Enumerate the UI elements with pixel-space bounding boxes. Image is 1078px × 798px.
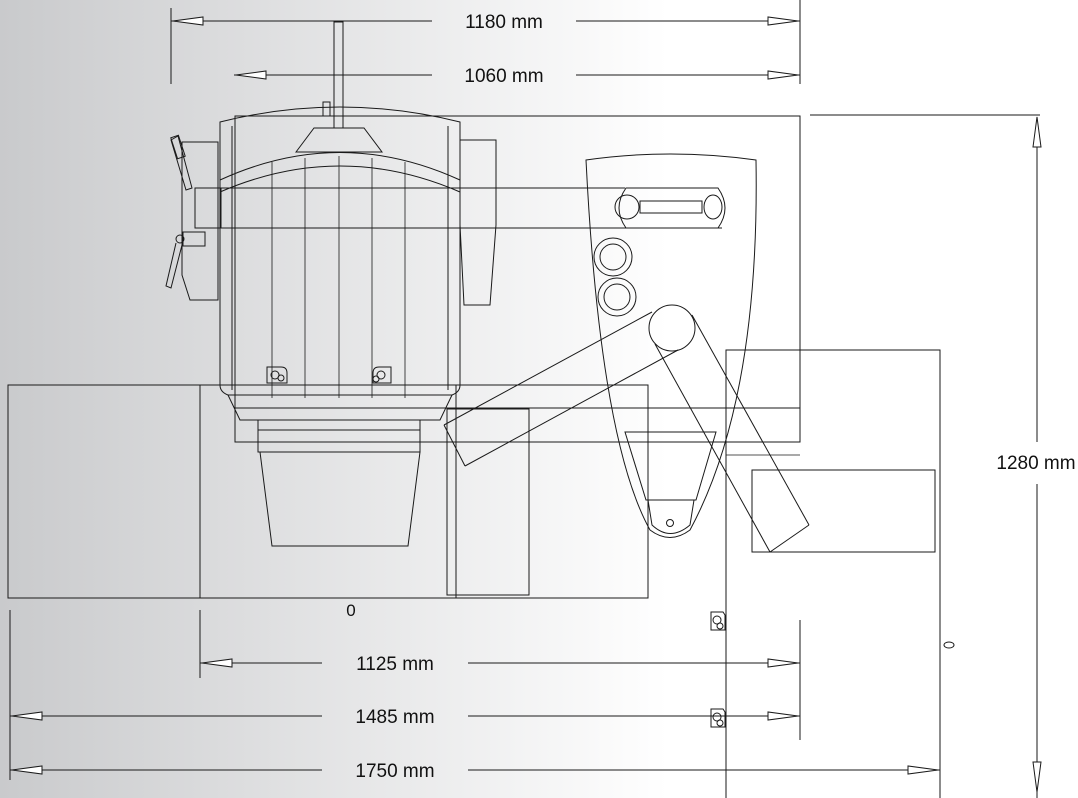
dimension-label-1750: 1750 mm xyxy=(355,761,434,782)
right-platform xyxy=(725,349,941,798)
dimension-label-1485: 1485 mm xyxy=(355,707,434,728)
dimension-label-1060: 1060 mm xyxy=(464,66,543,87)
dimension-1125: 1125 mm xyxy=(200,654,800,675)
motor-housing xyxy=(219,106,461,547)
center-mark-label: 0 xyxy=(346,601,355,620)
dimension-label-1180: 1180 mm xyxy=(465,12,543,33)
machine-frame xyxy=(234,115,801,443)
small-fittings xyxy=(266,366,955,728)
base-plate xyxy=(7,384,649,599)
extension-lines xyxy=(9,0,1040,780)
dimension-1180: 1180 mm xyxy=(171,12,800,33)
dimension-1750: 1750 mm xyxy=(10,761,940,782)
dimension-1060: 1060 mm xyxy=(234,66,800,87)
left-levers xyxy=(165,134,206,289)
dimension-1280: 1280 mm xyxy=(996,116,1076,798)
fitting-oval xyxy=(943,641,955,649)
control-panel xyxy=(585,153,757,538)
dimension-label-1280: 1280 mm xyxy=(996,453,1075,474)
dimension-label-1125: 1125 mm xyxy=(356,654,434,675)
swing-arms xyxy=(443,304,810,596)
dimension-1485: 1485 mm xyxy=(10,707,800,728)
